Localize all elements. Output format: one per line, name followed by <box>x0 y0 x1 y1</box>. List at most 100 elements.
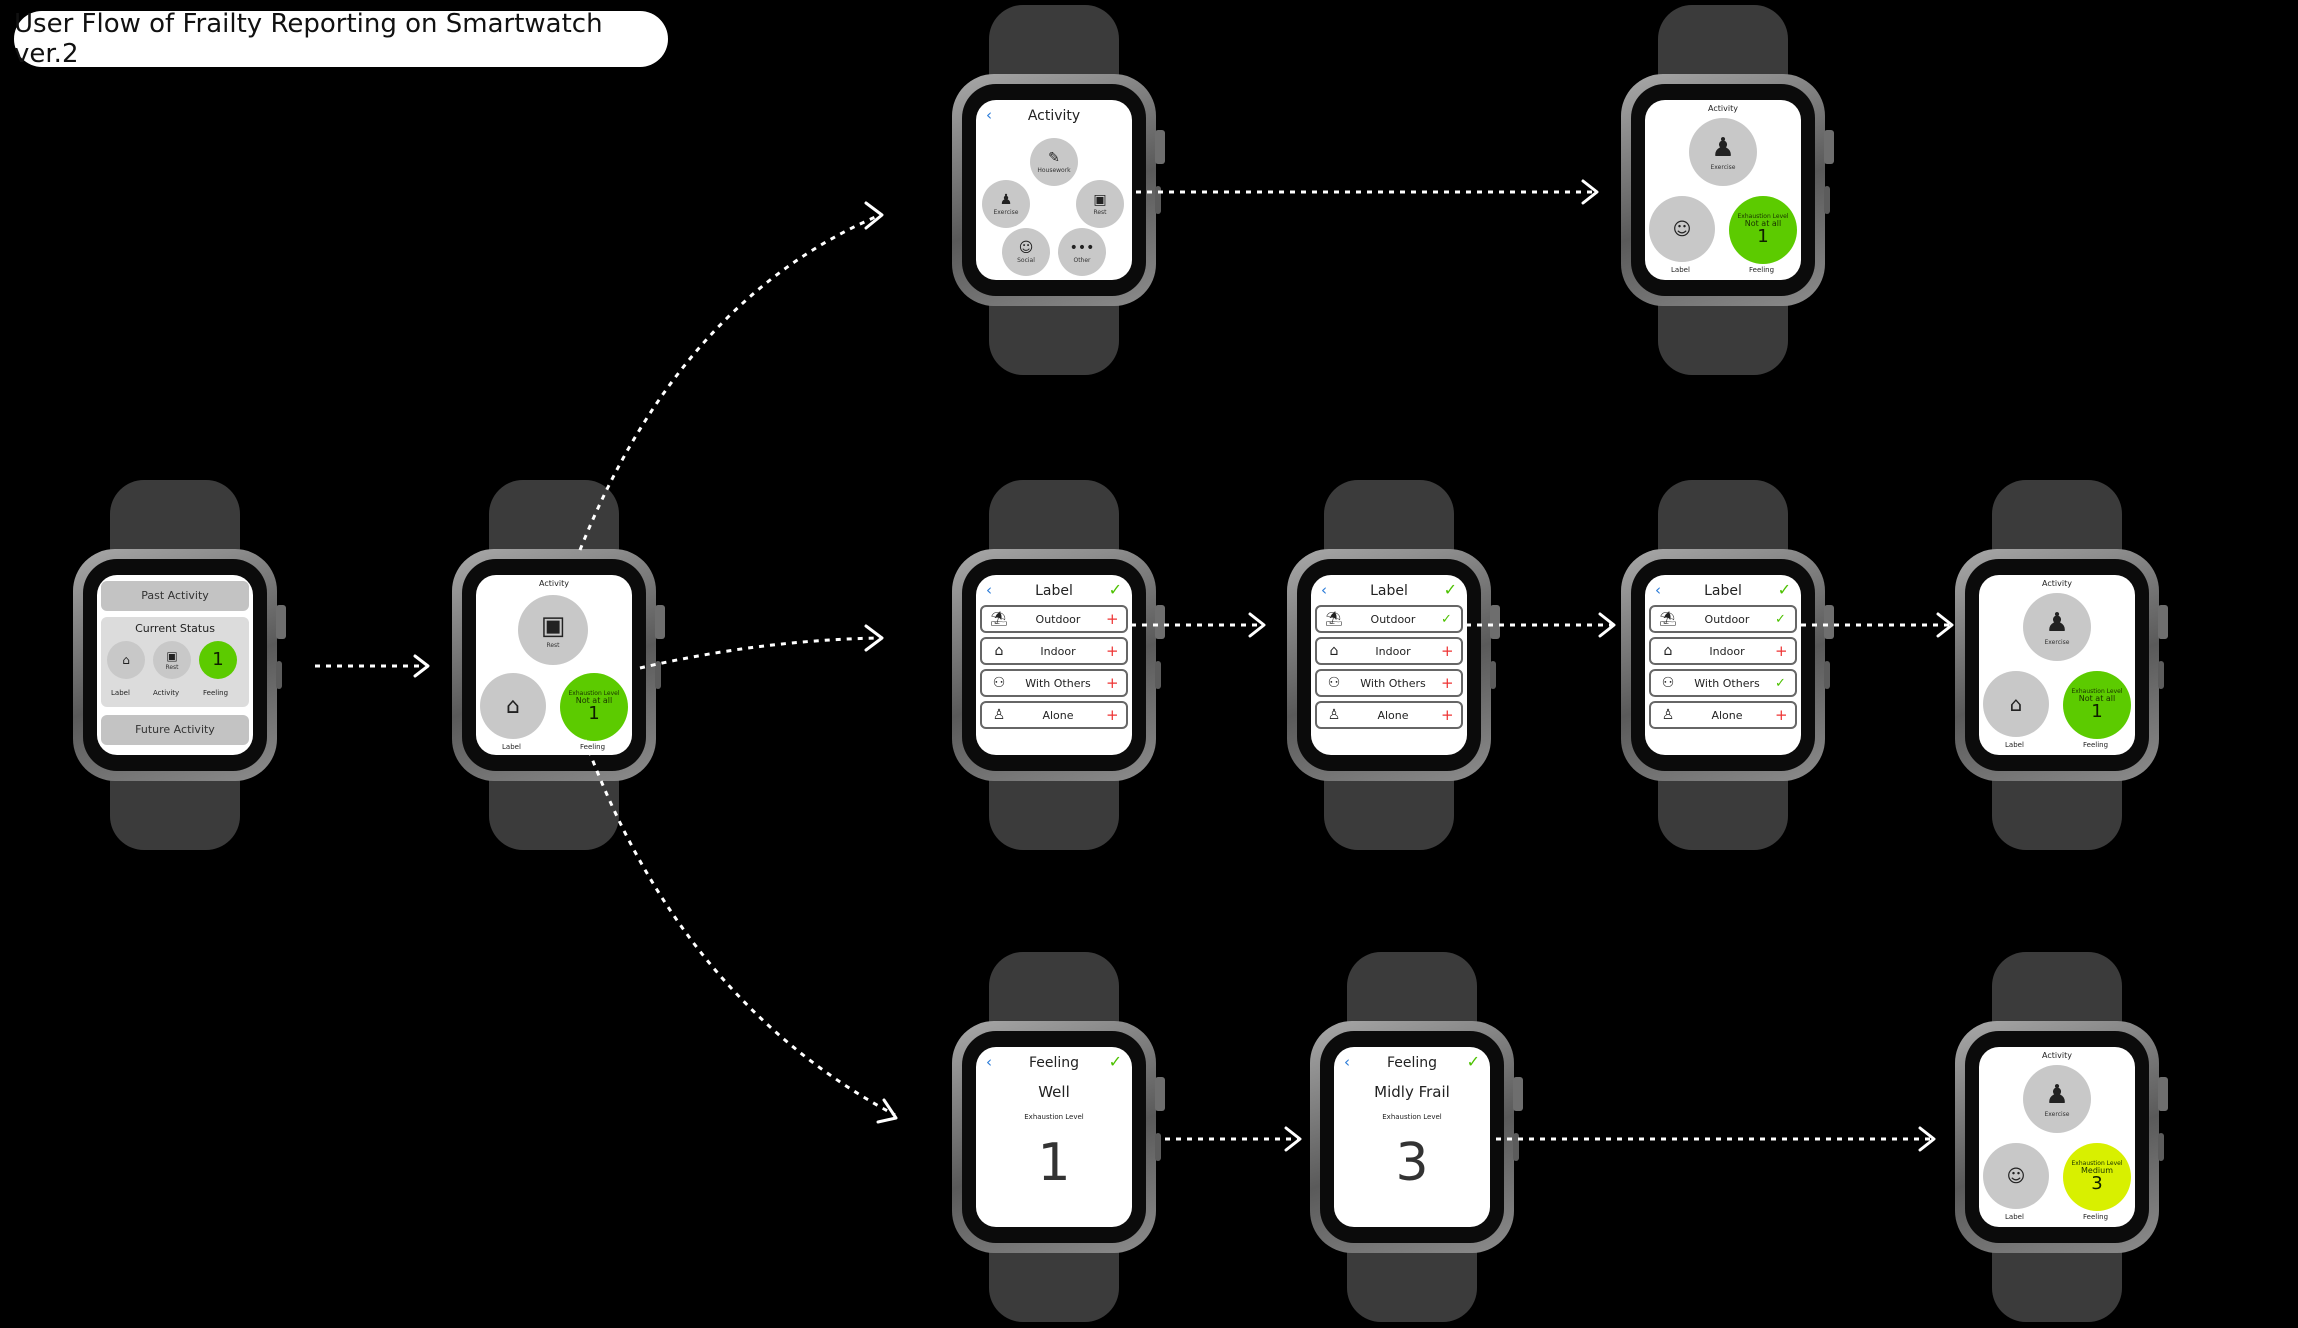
label-icon[interactable]: ☺ <box>1983 1143 2049 1209</box>
outdoor-row[interactable]: ⛱Outdoor✓ <box>1315 605 1463 633</box>
check-icon[interactable]: ✓ <box>1441 611 1452 627</box>
feeling-caption: Feeling <box>580 743 606 751</box>
back-icon[interactable]: ‹ <box>986 581 992 599</box>
confirm-check-icon[interactable]: ✓ <box>1443 580 1457 599</box>
back-icon[interactable]: ‹ <box>986 1053 992 1071</box>
exhaustion-badge[interactable]: Exhaustion Level Not at all 1 <box>560 673 628 741</box>
arrow-head <box>864 624 884 652</box>
plus-icon[interactable]: + <box>1441 642 1454 660</box>
feeling-level-badge[interactable]: 1 <box>199 641 237 679</box>
label-title: Label <box>1035 583 1073 599</box>
exercise-icon[interactable]: ♟Exercise <box>1689 118 1757 186</box>
feeling-caption: Feeling <box>2083 1213 2109 1221</box>
person-icon: ♙ <box>992 707 1006 723</box>
alone-row[interactable]: ♙Alone+ <box>980 701 1128 729</box>
feeling-word: Well <box>1038 1083 1070 1101</box>
past-activity-button[interactable]: Past Activity <box>101 581 249 611</box>
label-screen: ‹ Label ✓ ⛱Outdoor✓ ⌂Indoor+ ⚇With Others+… <box>1311 575 1467 755</box>
activity-title: Activity <box>2042 1051 2072 1060</box>
confirm-check-icon[interactable]: ✓ <box>1466 1052 1480 1071</box>
confirm-check-icon[interactable]: ✓ <box>1108 1052 1122 1071</box>
with-others-row[interactable]: ⚇With Others+ <box>1315 669 1463 697</box>
watch-feeling-frail: ‹Feeling✓ Midly Frail Exhaustion Level 3 <box>1310 952 1523 1322</box>
current-status-panel: Current Status ⌂ ▣Rest 1 Label Activity … <box>101 617 249 707</box>
plus-icon[interactable]: + <box>1441 706 1454 724</box>
watch-status-exercise-a: Activity ♟Exercise ☺ Exhaustion Level No… <box>1621 5 1834 375</box>
watch-activity-picker: ‹ Activity ✎Housework ♟Exercise ▣Rest ☺S… <box>952 5 1165 375</box>
confirm-check-icon[interactable]: ✓ <box>1108 580 1122 599</box>
watch-feeling-well: ‹Feeling✓ Well Exhaustion Level 1 <box>952 952 1165 1322</box>
plus-icon[interactable]: + <box>1106 642 1119 660</box>
status-screen: Activity ♟Exercise ☺ Exhaustion Level Me… <box>1979 1047 2135 1227</box>
back-icon[interactable]: ‹ <box>1344 1053 1350 1071</box>
confirm-check-icon[interactable]: ✓ <box>1777 580 1791 599</box>
housework-option[interactable]: ✎Housework <box>1030 138 1078 186</box>
exercise-icon[interactable]: ♟Exercise <box>2023 593 2091 661</box>
exhaustion-badge[interactable]: Exhaustion Level Not at all 1 <box>1729 196 1797 264</box>
exercise-option[interactable]: ♟Exercise <box>982 180 1030 228</box>
watch-status-exercise-b: Activity ♟Exercise ⌂ Exhaustion Level No… <box>1955 480 2168 850</box>
exercise-icon[interactable]: ♟Exercise <box>2023 1065 2091 1133</box>
feeling-screen: ‹Feeling✓ Well Exhaustion Level 1 <box>976 1047 1132 1227</box>
exhaustion-badge[interactable]: Exhaustion Level Not at all 1 <box>2063 671 2131 739</box>
rest-option[interactable]: ▣Rest <box>1076 180 1124 228</box>
plus-icon[interactable]: + <box>1775 706 1788 724</box>
exhaustion-value[interactable]: 3 <box>1395 1133 1429 1193</box>
home-screen: Past Activity Current Status ⌂ ▣Rest 1 L… <box>97 575 253 755</box>
plus-icon[interactable]: + <box>1106 706 1119 724</box>
feeling-caption: Feeling <box>1749 266 1775 274</box>
arrow-to-feeling <box>583 739 896 1117</box>
check-icon[interactable]: ✓ <box>1775 675 1786 691</box>
plus-icon[interactable]: + <box>1106 674 1119 692</box>
check-icon[interactable]: ✓ <box>1775 611 1786 627</box>
rest-icon[interactable]: ▣Rest <box>518 595 588 665</box>
plus-icon[interactable]: + <box>1441 674 1454 692</box>
people-icon: ⚇ <box>1661 675 1675 691</box>
with-others-row[interactable]: ⚇With Others✓ <box>1649 669 1797 697</box>
indoor-row[interactable]: ⌂Indoor+ <box>1315 637 1463 665</box>
outdoor-row[interactable]: ⛱Outdoor+ <box>980 605 1128 633</box>
alone-row[interactable]: ♙Alone+ <box>1315 701 1463 729</box>
label-caption: Label <box>502 743 521 751</box>
bench-icon: ⛱ <box>1325 611 1343 627</box>
label-caption: Label <box>1671 266 1690 274</box>
social-option[interactable]: ☺Social <box>1002 228 1050 276</box>
indoor-row[interactable]: ⌂Indoor+ <box>980 637 1128 665</box>
house-icon: ⌂ <box>1663 643 1673 659</box>
watch-label-a: ‹ Label ✓ ⛱Outdoor+ ⌂Indoor+ ⚇With Others+… <box>952 480 1165 850</box>
watch-home: Past Activity Current Status ⌂ ▣Rest 1 L… <box>73 480 286 850</box>
label-icon[interactable]: ☺ <box>1649 196 1715 262</box>
label-icon[interactable]: ⌂ <box>1983 671 2049 737</box>
feeling-title: Feeling <box>1386 1055 1438 1071</box>
rest-icon[interactable]: ▣Rest <box>153 641 191 679</box>
with-others-row[interactable]: ⚇With Others+ <box>980 669 1128 697</box>
back-icon[interactable]: ‹ <box>1655 581 1661 599</box>
back-icon[interactable]: ‹ <box>986 106 992 124</box>
plus-icon[interactable]: + <box>1775 642 1788 660</box>
arrow-head <box>1936 612 1954 638</box>
status-screen: Activity ♟Exercise ⌂ Exhaustion Level No… <box>1979 575 2135 755</box>
label-icon[interactable]: ⌂ <box>107 641 145 679</box>
feeling-word: Midly Frail <box>1374 1083 1450 1101</box>
status-screen: Activity ▣Rest ⌂ Exhaustion Level Not at… <box>476 575 632 755</box>
label-screen: ‹Label✓ ⛱Outdoor✓ ⌂Indoor+ ⚇With Others✓… <box>1645 575 1801 755</box>
plus-icon[interactable]: + <box>1106 610 1119 628</box>
indoor-row[interactable]: ⌂Indoor+ <box>1649 637 1797 665</box>
label-icon[interactable]: ⌂ <box>480 673 546 739</box>
exhaustion-badge[interactable]: Exhaustion Level Medium 3 <box>2063 1143 2131 1211</box>
exhaustion-value[interactable]: 1 <box>1037 1133 1071 1193</box>
outdoor-row[interactable]: ⛱Outdoor✓ <box>1649 605 1797 633</box>
watch-status-medium: Activity ♟Exercise ☺ Exhaustion Level Me… <box>1955 952 2168 1322</box>
watch-label-b: ‹ Label ✓ ⛱Outdoor✓ ⌂Indoor+ ⚇With Others+… <box>1287 480 1500 850</box>
label-caption: Label <box>2005 741 2024 749</box>
back-icon[interactable]: ‹ <box>1321 581 1327 599</box>
arrow-head <box>1918 1126 1936 1152</box>
alone-row[interactable]: ♙Alone+ <box>1649 701 1797 729</box>
feeling-title: Feeling <box>1028 1055 1080 1071</box>
other-option[interactable]: •••Other <box>1058 228 1106 276</box>
label-title: Label <box>1370 583 1408 599</box>
future-activity-button[interactable]: Future Activity <box>101 715 249 745</box>
bench-icon: ⛱ <box>1659 611 1677 627</box>
activity-picker-screen: ‹ Activity ✎Housework ♟Exercise ▣Rest ☺S… <box>976 100 1132 280</box>
